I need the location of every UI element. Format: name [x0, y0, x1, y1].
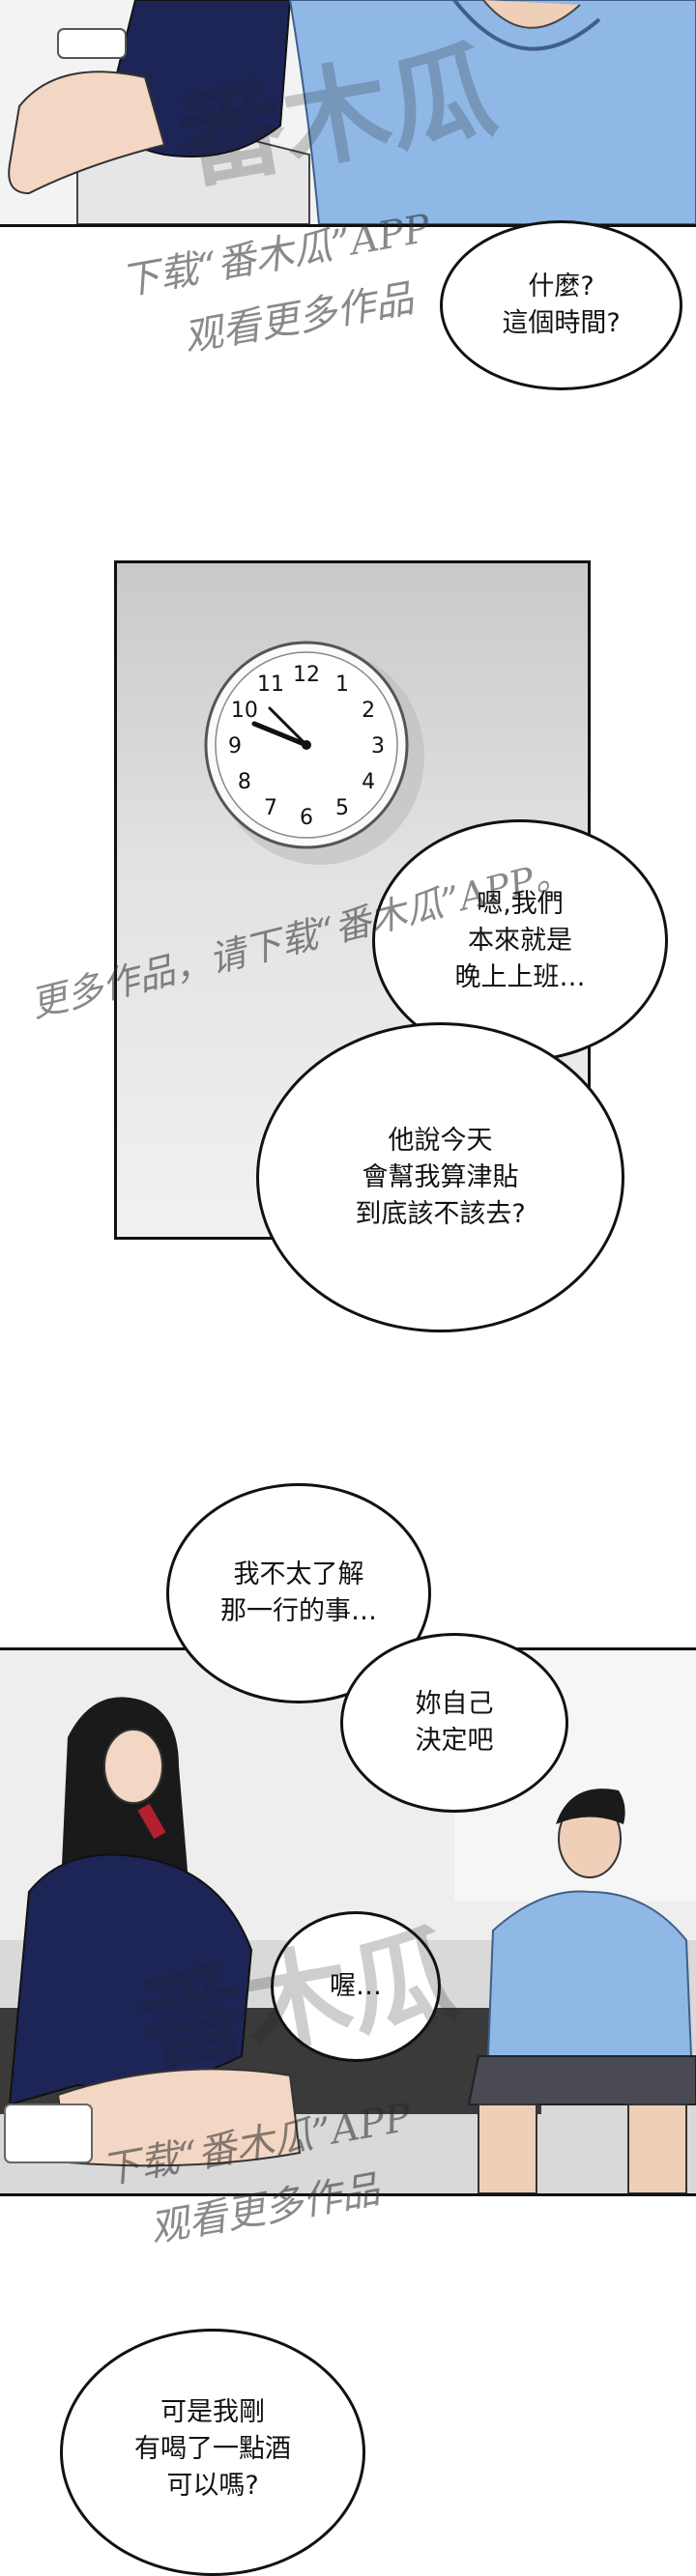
clock-numeral: 11 — [257, 673, 284, 697]
speech-bubble-2: 嗯,我們 本來就是 晚上上班… — [372, 819, 668, 1062]
bubble-2-line-2: 本來就是 — [468, 925, 572, 956]
comic-panel-1 — [0, 0, 696, 227]
speech-bubble-5: 妳自己 決定吧 — [340, 1633, 568, 1813]
bubble-7-line-2: 有喝了一點酒 — [134, 2434, 291, 2464]
bubble-1-line-1: 什麼? — [528, 272, 594, 301]
speech-bubble-1: 什麼? 這個時間? — [440, 220, 682, 390]
bubble-5-line-1: 妳自己 — [415, 1689, 494, 1719]
clock-numeral: 8 — [238, 770, 251, 794]
clock-numeral: 5 — [335, 796, 349, 820]
clock-numeral: 4 — [362, 770, 375, 794]
clock-numeral: 2 — [362, 699, 375, 723]
bubble-2-line-3: 晚上上班… — [454, 961, 586, 992]
speech-bubble-6: 喔… — [271, 1911, 441, 2062]
bubble-2-line-1: 嗯,我們 — [477, 888, 564, 919]
speech-bubble-4: 我不太了解 那一行的事… — [166, 1483, 431, 1703]
bubble-4-line-1: 我不太了解 — [233, 1560, 364, 1589]
clock-numeral: 7 — [264, 796, 277, 820]
bubble-3-line-2: 會幫我算津貼 — [362, 1161, 519, 1192]
bubble-4-line-2: 那一行的事… — [220, 1596, 377, 1626]
clock-numeral: 10 — [231, 699, 258, 723]
clock-hour-hand — [251, 721, 309, 748]
clock-numeral: 9 — [228, 734, 242, 758]
bubble-1-line-2: 這個時間? — [502, 308, 621, 338]
bubble-7-line-1: 可是我剛 — [160, 2397, 265, 2427]
clock-minute-hand — [268, 706, 308, 747]
bubble-6-line-1: 喔… — [330, 1971, 382, 2001]
clock-numeral: 6 — [300, 806, 313, 830]
bubble-5-line-2: 決定吧 — [415, 1726, 494, 1756]
panel-1-art — [0, 0, 696, 224]
clock-numeral: 3 — [371, 734, 385, 758]
speech-bubble-7: 可是我剛 有喝了一點酒 可以嗎? — [60, 2329, 365, 2576]
clock-numeral: 12 — [293, 663, 320, 687]
bubble-3-line-3: 到底該不該去? — [355, 1198, 526, 1229]
bubble-7-line-3: 可以嗎? — [166, 2471, 259, 2501]
bubble-3-line-1: 他說今天 — [388, 1125, 493, 1156]
speech-bubble-3: 他說今天 會幫我算津貼 到底該不該去? — [256, 1022, 624, 1332]
clock-numeral: 1 — [335, 673, 349, 697]
